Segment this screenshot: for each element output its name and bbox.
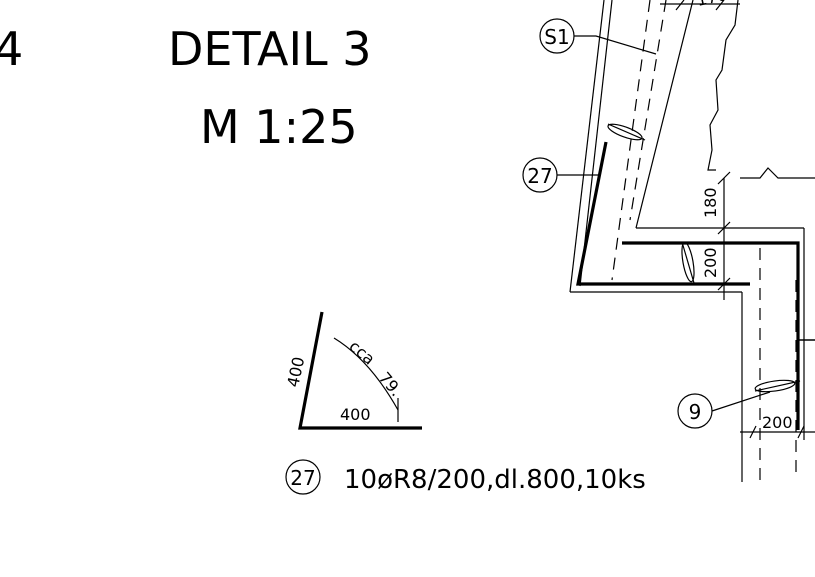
dimension-200-horizontal: 200 xyxy=(740,413,815,439)
rebar-9-bar xyxy=(622,241,800,430)
rebar-27-shape: 400 400 cca 79. xyxy=(283,311,422,430)
break-line xyxy=(707,0,815,179)
detail-scale: M 1:25 xyxy=(200,100,358,154)
wall-outline xyxy=(569,0,805,482)
adjacent-detail-number: 4 xyxy=(0,22,23,76)
marker-27: 27 xyxy=(522,157,600,193)
legend-marker-27-label: 27 xyxy=(290,466,315,490)
dimension-180-label: 180 xyxy=(701,187,720,218)
marker-s1-label: S1 xyxy=(544,25,569,49)
dimension-200-horizontal-label: 200 xyxy=(762,413,793,432)
legend-spec-text: 10øR8/200,dl.800,10ks xyxy=(344,465,646,495)
dimension-170: 170 xyxy=(660,0,740,11)
detail-title: DETAIL 3 xyxy=(168,22,372,76)
tie-symbol-upper xyxy=(607,123,646,141)
dimension-170-label: 170 xyxy=(695,0,729,10)
tie-symbol-lower xyxy=(754,379,801,393)
rebar-27-legend: 27 10øR8/200,dl.800,10ks xyxy=(285,459,646,495)
dimension-200-vertical-label: 200 xyxy=(701,247,720,278)
rebar-27-bar xyxy=(576,141,750,286)
dimension-180-200: 180 200 xyxy=(701,171,731,300)
hidden-lines xyxy=(611,0,797,480)
tie-symbol-middle xyxy=(681,241,695,284)
shape-angle-prefix: cca xyxy=(345,337,378,369)
marker-9: 9 xyxy=(677,391,771,429)
shape-angle-value: 79. xyxy=(375,368,406,400)
marker-9-label: 9 xyxy=(689,400,702,424)
marker-27-label: 27 xyxy=(527,164,552,188)
shape-side-horizontal-label: 400 xyxy=(340,405,371,424)
shape-side-vertical-label: 400 xyxy=(283,355,308,389)
marker-s1: S1 xyxy=(539,18,657,55)
